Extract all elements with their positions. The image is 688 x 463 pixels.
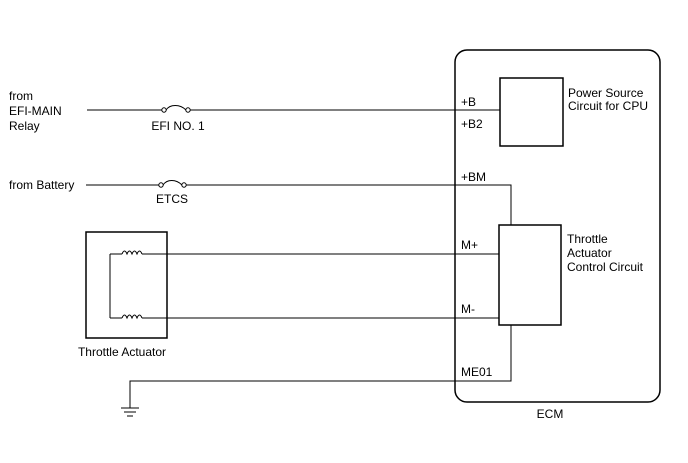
from-efi-label-line3: Relay xyxy=(9,119,40,133)
battery-wire-right xyxy=(186,184,512,225)
fuse-efi-symbol xyxy=(165,105,187,111)
from-efi-label-line2: EFI-MAIN xyxy=(9,104,62,118)
throttle-control-label-line2: Actuator xyxy=(567,246,612,260)
fuse-etcs-terminal-left xyxy=(158,182,164,188)
fuse-efi-terminal-left xyxy=(161,107,167,113)
pin-b-label: +B xyxy=(461,95,476,109)
throttle-actuator-box xyxy=(85,231,168,339)
power-source-label-line2: Circuit for CPU xyxy=(568,99,648,113)
pin-m-minus-label: M- xyxy=(461,302,475,316)
pin-m-plus-label: M+ xyxy=(461,238,478,252)
fuse-etcs-terminal-right xyxy=(181,182,187,188)
power-source-block xyxy=(499,77,564,147)
power-source-label-line1: Power Source xyxy=(568,86,644,100)
from-efi-label-line1: from xyxy=(9,89,33,103)
throttle-control-label-line3: Control Circuit xyxy=(567,260,644,274)
pin-bm-label: +BM xyxy=(461,170,486,184)
me01-wire xyxy=(129,325,512,408)
coil-bottom-icon xyxy=(121,314,143,320)
coil-top-icon xyxy=(121,250,143,256)
pin-b2-label: +B2 xyxy=(461,117,483,131)
pin-me01-label: ME01 xyxy=(461,365,493,379)
ecm-label: ECM xyxy=(537,407,564,421)
throttle-control-block xyxy=(498,224,562,326)
throttle-actuator-label: Throttle Actuator xyxy=(78,345,166,359)
fuse-etcs-symbol xyxy=(162,180,183,186)
fuse-efi-label: EFI NO. 1 xyxy=(151,119,205,133)
fuse-efi-terminal-right xyxy=(185,107,191,113)
throttle-control-label-line1: Throttle xyxy=(567,232,608,246)
fuse-etcs-label: ETCS xyxy=(156,192,188,206)
from-battery-label: from Battery xyxy=(9,178,74,192)
